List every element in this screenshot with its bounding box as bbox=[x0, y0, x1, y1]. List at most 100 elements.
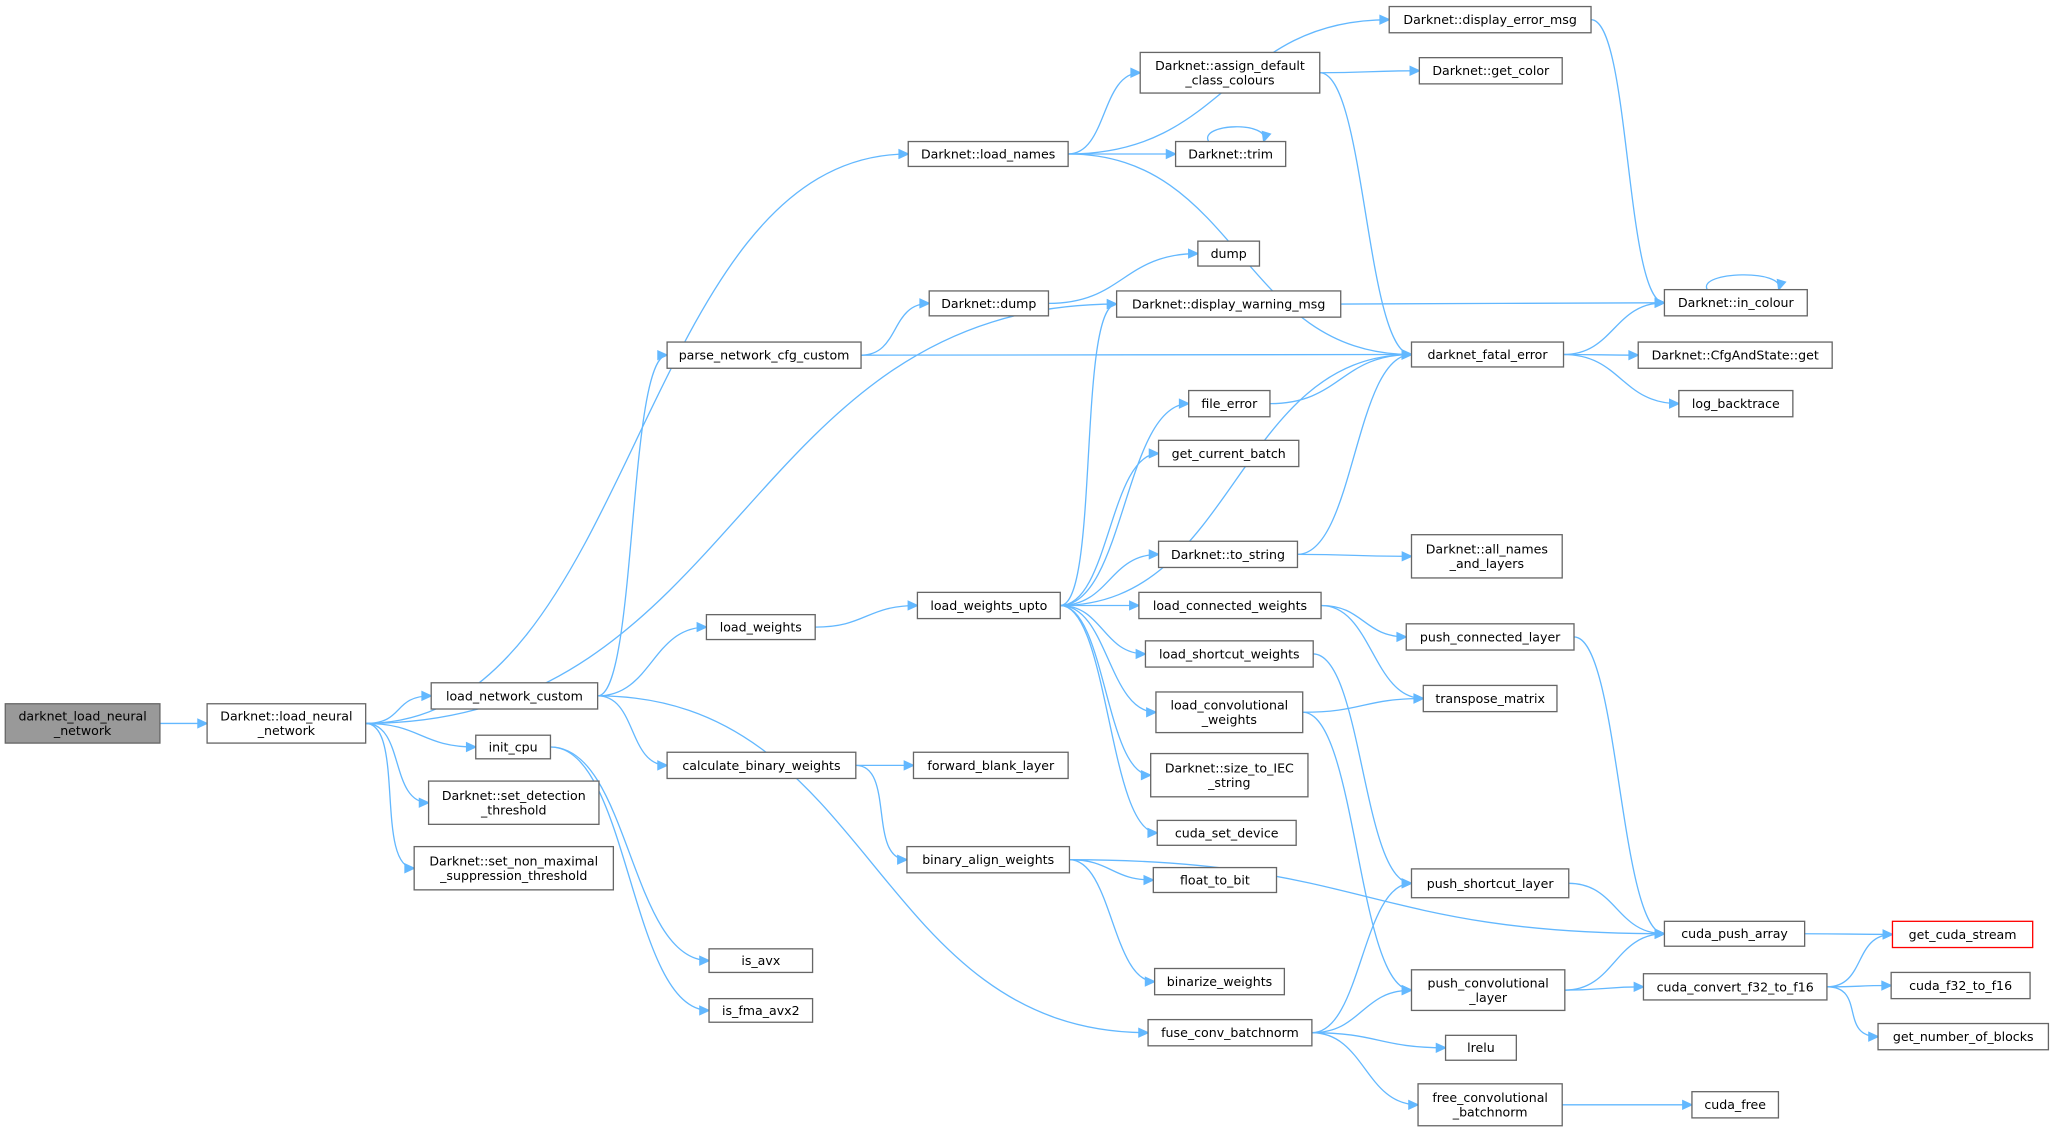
edge-lnc-to-calcbin-line bbox=[597, 695, 668, 767]
edge-lwupto-to-fileerr-arrowhead-icon bbox=[1178, 398, 1191, 409]
edge-fuse-to-pushshort-arrowhead-icon bbox=[1401, 878, 1414, 889]
node-trim[interactable]: Darknet::trim bbox=[1174, 140, 1287, 168]
edge-tostring-to-fatal bbox=[1297, 349, 1414, 556]
node-box bbox=[1156, 819, 1297, 846]
edge-fatal-to-logbt bbox=[1563, 353, 1681, 409]
node-label: _suppression_threshold bbox=[439, 868, 587, 883]
node-isfma[interactable]: is_fma_avx2 bbox=[708, 997, 814, 1023]
node-errmsg[interactable]: Darknet::display_error_msg bbox=[1388, 5, 1592, 34]
node-label: get_number_of_blocks bbox=[1893, 1029, 2034, 1044]
node-box bbox=[430, 682, 599, 710]
node-pushconn[interactable]: push_connected_layer bbox=[1405, 623, 1575, 651]
node-freeconv[interactable]: free_convolutional_batchnorm bbox=[1417, 1083, 1563, 1127]
node-box bbox=[1890, 971, 2031, 1000]
edge-lwupto-to-cudasetdev-line bbox=[1060, 604, 1158, 834]
edge-lconn-to-pushconn bbox=[1321, 604, 1408, 643]
node-transpose[interactable]: transpose_matrix bbox=[1422, 684, 1558, 713]
node-tostring[interactable]: Darknet::to_string bbox=[1157, 540, 1299, 569]
node-isavx[interactable]: is_avx bbox=[708, 948, 814, 974]
node-fatal[interactable]: darknet_fatal_error bbox=[1410, 341, 1565, 368]
edge-pushconn-to-cudapush-line bbox=[1573, 636, 1665, 935]
node-warnmsg[interactable]: Darknet::display_warning_msg bbox=[1115, 290, 1342, 318]
node-f32tof16[interactable]: cuda_f32_to_f16 bbox=[1890, 971, 2031, 1000]
node-label: _batchnorm bbox=[1452, 1104, 1528, 1119]
node-label: lrelu bbox=[1467, 1040, 1495, 1055]
node-lconn[interactable]: load_connected_weights bbox=[1138, 591, 1322, 620]
node-label: Darknet::load_neural bbox=[220, 709, 352, 724]
node-pushshort[interactable]: push_shortcut_layer bbox=[1410, 868, 1570, 899]
node-cudapush[interactable]: cuda_push_array bbox=[1663, 920, 1806, 947]
node-dump[interactable]: dump bbox=[1197, 240, 1261, 267]
node-setdet[interactable]: Darknet::set_detection_threshold bbox=[427, 780, 600, 825]
edge-cudaconv-to-numblocks-arrowhead-icon bbox=[1868, 1031, 1880, 1042]
edge-fuse-to-pushconv-line bbox=[1311, 989, 1412, 1034]
node-label: cuda_push_array bbox=[1681, 926, 1788, 941]
edge-pushconv-to-cudapush-line bbox=[1564, 933, 1665, 991]
edge-tostring-to-allnames-line bbox=[1297, 553, 1412, 557]
node-fwdblank[interactable]: forward_blank_layer bbox=[912, 751, 1069, 780]
node-fileerr[interactable]: file_error bbox=[1188, 389, 1271, 418]
node-cudafree[interactable]: cuda_free bbox=[1691, 1091, 1780, 1119]
node-box bbox=[912, 751, 1069, 780]
edge-binalign-to-binarize-line bbox=[1069, 859, 1155, 983]
node-incolour[interactable]: Darknet::in_colour bbox=[1663, 288, 1808, 317]
node-lrelu[interactable]: lrelu bbox=[1444, 1034, 1517, 1061]
node-box bbox=[708, 948, 814, 974]
edge-errmsg-to-incolour-line bbox=[1590, 19, 1665, 304]
node-lwupto[interactable]: load_weights_upto bbox=[916, 591, 1061, 620]
node-initcpu[interactable]: init_cpu bbox=[475, 734, 552, 760]
edge-cudaconv-to-f32tof16 bbox=[1826, 980, 1893, 991]
edge-lnc-to-loadweights bbox=[597, 621, 708, 697]
node-binarize[interactable]: binarize_weights bbox=[1153, 967, 1286, 996]
edge-pushshort-to-cudapush bbox=[1568, 882, 1667, 939]
node-loadnames[interactable]: Darknet::load_names bbox=[907, 140, 1069, 168]
node-label: cuda_free bbox=[1704, 1097, 1766, 1112]
node-label: Darknet::get_color bbox=[1432, 63, 1550, 78]
node-lnn[interactable]: Darknet::load_neural_network bbox=[206, 703, 367, 744]
edge-fileerr-to-fatal bbox=[1269, 349, 1414, 405]
edge-cudaconv-to-getstream-line bbox=[1826, 933, 1893, 988]
node-numblocks[interactable]: get_number_of_blocks bbox=[1877, 1022, 2050, 1051]
node-binalign[interactable]: binary_align_weights bbox=[906, 845, 1071, 874]
edge-parsecfg-to-ddump bbox=[861, 298, 931, 356]
node-loadweights[interactable]: load_weights bbox=[705, 613, 816, 641]
node-floattobit[interactable]: float_to_bit bbox=[1152, 866, 1278, 894]
edge-loadweights-to-lwupto-arrowhead-icon bbox=[907, 600, 919, 611]
node-setnms[interactable]: Darknet::set_non_maximal_suppression_thr… bbox=[413, 845, 615, 891]
node-fuse[interactable]: fuse_conv_batchnorm bbox=[1147, 1018, 1313, 1047]
node-getstream[interactable]: get_cuda_stream bbox=[1891, 920, 2034, 949]
node-logbt[interactable]: log_backtrace bbox=[1678, 389, 1794, 418]
node-assign[interactable]: Darknet::assign_default_class_colours bbox=[1139, 51, 1321, 94]
node-lshort[interactable]: load_shortcut_weights bbox=[1144, 640, 1314, 668]
node-lconv[interactable]: load_convolutional_weights bbox=[1155, 691, 1304, 734]
node-ddump[interactable]: Darknet::dump bbox=[928, 290, 1050, 317]
edge-lwupto-to-lconn-arrowhead-icon bbox=[1129, 600, 1141, 611]
edge-assign-to-getcolor-line bbox=[1319, 70, 1420, 74]
node-lnc[interactable]: load_network_custom bbox=[430, 682, 599, 710]
node-label: _string bbox=[1207, 775, 1250, 790]
node-cfgget[interactable]: Darknet::CfgAndState::get bbox=[1637, 341, 1833, 369]
edge-lwupto-to-fileerr-line bbox=[1060, 402, 1189, 607]
node-cudasetdev[interactable]: cuda_set_device bbox=[1156, 819, 1297, 846]
node-pushconv[interactable]: push_convolutional_layer bbox=[1410, 969, 1566, 1012]
edge-parsecfg-to-ddump-arrowhead-icon bbox=[919, 298, 931, 309]
edge-lwupto-to-curbatch-line bbox=[1060, 452, 1159, 607]
node-cudaconv[interactable]: cuda_convert_f32_to_f16 bbox=[1642, 973, 1828, 1001]
edge-lnn-to-setnms bbox=[365, 722, 416, 874]
node-label: _layer bbox=[1468, 990, 1508, 1005]
node-sizeiec[interactable]: Darknet::size_to_IEC_string bbox=[1150, 752, 1309, 798]
node-label: Darknet::set_non_maximal bbox=[429, 853, 598, 868]
node-getcolor[interactable]: Darknet::get_color bbox=[1418, 57, 1563, 85]
node-label: Darknet::dump bbox=[941, 296, 1036, 311]
node-parsecfg[interactable]: parse_network_cfg_custom bbox=[666, 341, 862, 369]
node-allnames[interactable]: Darknet::all_names_and_layers bbox=[1410, 534, 1563, 579]
node-box bbox=[916, 591, 1061, 620]
node-curbatch[interactable]: get_current_batch bbox=[1157, 439, 1300, 468]
node-root[interactable]: darknet_load_neural_network bbox=[4, 703, 161, 744]
edge-assign-to-fatal-line bbox=[1319, 72, 1412, 356]
edge-tostring-to-fatal-arrowhead-icon bbox=[1401, 349, 1414, 360]
edge-lwupto-to-warnmsg-line bbox=[1060, 303, 1117, 607]
node-calcbin[interactable]: calculate_binary_weights bbox=[666, 751, 857, 780]
edges-layer bbox=[159, 14, 1895, 1111]
